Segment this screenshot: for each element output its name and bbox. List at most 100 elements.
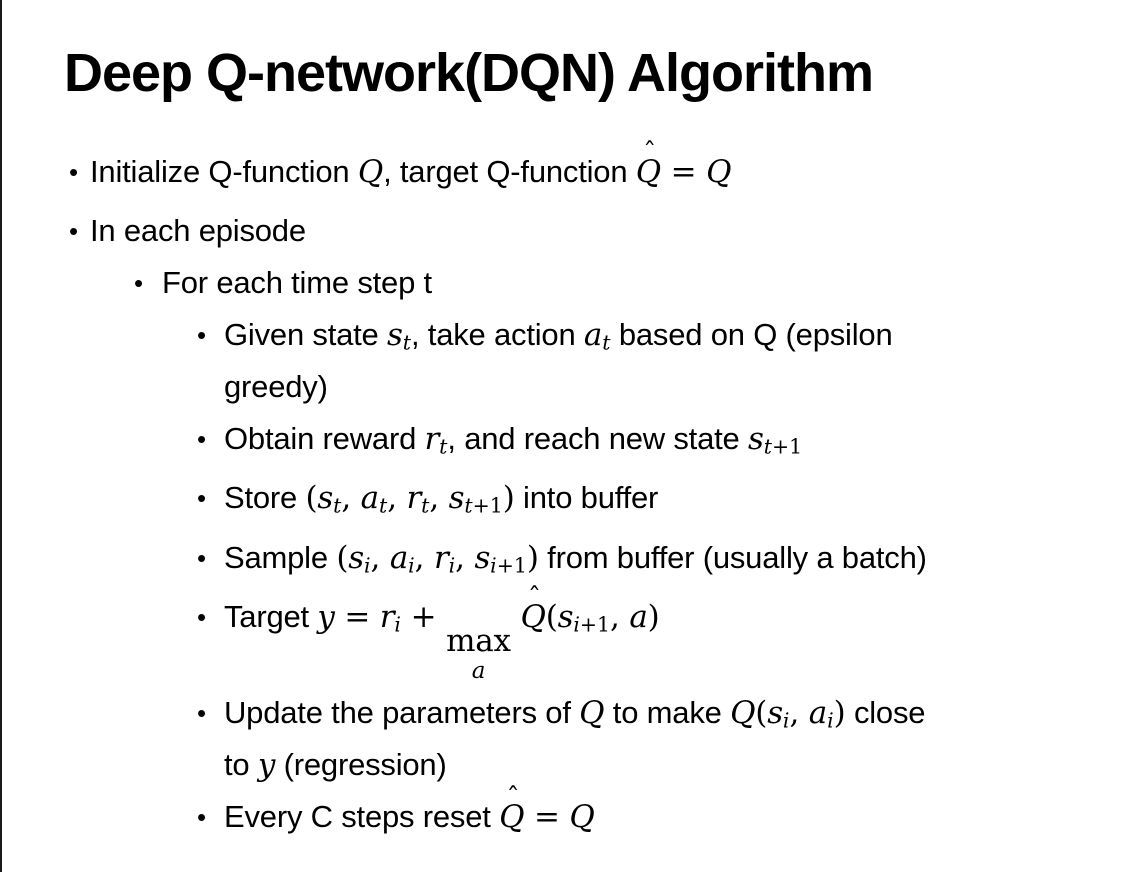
math-segment: =	[524, 798, 570, 835]
text-segment: Initialize Q-function	[90, 154, 358, 190]
text-segment: , target Q-function	[383, 154, 636, 190]
bullet-item: •In each episode	[2, 209, 1124, 253]
text-segment: into buffer	[514, 480, 659, 516]
math-subscript-char: t	[464, 493, 473, 518]
math-segment: st	[387, 317, 411, 355]
math-segment: st+1	[748, 420, 803, 459]
math-segment: ,	[429, 480, 449, 517]
math-subscript: t	[403, 331, 411, 355]
math-subscript-char: i	[782, 708, 790, 733]
math-subscript-char: 1	[597, 612, 611, 637]
math-segment: ,	[414, 539, 434, 576]
math-segment: =	[661, 154, 707, 191]
math-segment: y	[317, 599, 335, 636]
bullet-item: •Given state st, take action at based on…	[2, 313, 1124, 409]
math-subscript-char: t	[333, 493, 342, 518]
math-segment: at	[583, 317, 611, 355]
text-segment: , take action	[410, 317, 584, 353]
math-segment: st+1	[448, 480, 503, 518]
bullet-icon: •	[197, 801, 206, 832]
math-subscript: i	[827, 709, 834, 733]
math-subscript-char: 1	[513, 553, 527, 578]
math-subscript-char: +	[496, 553, 514, 578]
text-segment: based on Q (epsilon	[610, 317, 893, 353]
math-segment: ,	[789, 695, 809, 732]
math-segment: )	[833, 695, 846, 732]
math-segment: ,	[341, 480, 361, 517]
text-segment: close	[845, 695, 926, 731]
math-segment: Q	[569, 798, 595, 835]
math-segment: )	[647, 599, 660, 636]
bullet-text: Store (st, at, rt, st+1) into buffer	[224, 476, 658, 528]
bullet-icon: •	[197, 602, 206, 633]
math-segment: si	[767, 695, 790, 733]
math-subscript-char: +	[771, 434, 790, 459]
text-segment: Obtain reward	[224, 420, 425, 456]
math-subscript-char: i	[573, 612, 580, 637]
math-subscript-char: t	[439, 434, 448, 459]
math-subscript-char: t	[763, 434, 772, 459]
math-segment: ri	[433, 539, 456, 578]
text-segment: to	[224, 746, 258, 782]
math-segment: Q	[706, 154, 732, 191]
text-segment: Target	[224, 599, 318, 635]
math-subscript-char: 1	[489, 493, 503, 518]
math-segment: rt	[424, 420, 448, 459]
text-segment: Every C steps reset	[224, 798, 500, 834]
math-segment: ,	[610, 599, 630, 636]
math-segment: at	[360, 480, 388, 518]
math-subscript: t	[333, 494, 341, 518]
math-segment	[511, 599, 521, 635]
hat-icon: ˆ	[506, 782, 520, 813]
math-subscript-char: t	[602, 330, 611, 355]
math-subscript-char: i	[827, 708, 834, 733]
math-subscript: i	[408, 553, 415, 577]
math-segment: =	[334, 599, 380, 636]
math-segment: )	[526, 539, 539, 576]
bullet-icon: •	[197, 320, 206, 351]
text-segment: For each time step t	[162, 265, 432, 301]
bullet-item: • For each time step t	[2, 261, 1124, 305]
math-variable: Q	[499, 798, 525, 835]
math-subscript: i	[783, 709, 790, 733]
bullet-icon: •	[197, 542, 206, 573]
text-segment: , and reach new state	[447, 420, 748, 456]
math-segment: )	[502, 480, 515, 517]
math-subscript-char: +	[579, 612, 597, 637]
math-subscript-char: i	[394, 612, 401, 637]
bullet-text: Initialize Q-function Q , target Q-functi…	[90, 140, 732, 194]
text-segment: from buffer (usually a batch)	[538, 539, 927, 575]
math-subscript: t	[379, 494, 387, 518]
text-segment: greedy)	[224, 368, 328, 404]
math-subscript: i+1	[573, 613, 610, 637]
math-subscript: i	[364, 553, 371, 577]
bullet-icon: •	[69, 157, 78, 188]
bullet-item: •Obtain reward rt, and reach new state s…	[2, 417, 1124, 469]
bullet-text: Update the parameters of Q to make Q(si,…	[224, 691, 926, 787]
math-subscript: t+1	[764, 434, 802, 458]
math-subscript-char: t	[378, 493, 388, 518]
text-segment: Store	[224, 480, 306, 516]
bullet-icon: •	[197, 698, 206, 729]
math-subscript: i	[449, 553, 456, 577]
bullet-text: Given state st, take action at based on …	[224, 313, 893, 409]
math-subscript-char: t	[402, 330, 411, 355]
text-segment: Update the parameters of	[224, 695, 580, 731]
max-operator-name: max	[446, 623, 511, 660]
math-subscript: i	[394, 613, 401, 637]
math-segment: st	[317, 480, 342, 518]
text-segment: to make	[604, 695, 731, 731]
bullet-icon: •	[134, 268, 143, 299]
math-segment: a	[629, 599, 648, 636]
math-segment: ,	[387, 480, 407, 517]
math-subscript: t+1	[464, 494, 502, 518]
math-segment: ri	[379, 599, 401, 637]
bullet-text: Sample (si, ai, ri, si+1) from buffer (u…	[224, 536, 927, 588]
math-segment: si+1	[474, 539, 527, 578]
